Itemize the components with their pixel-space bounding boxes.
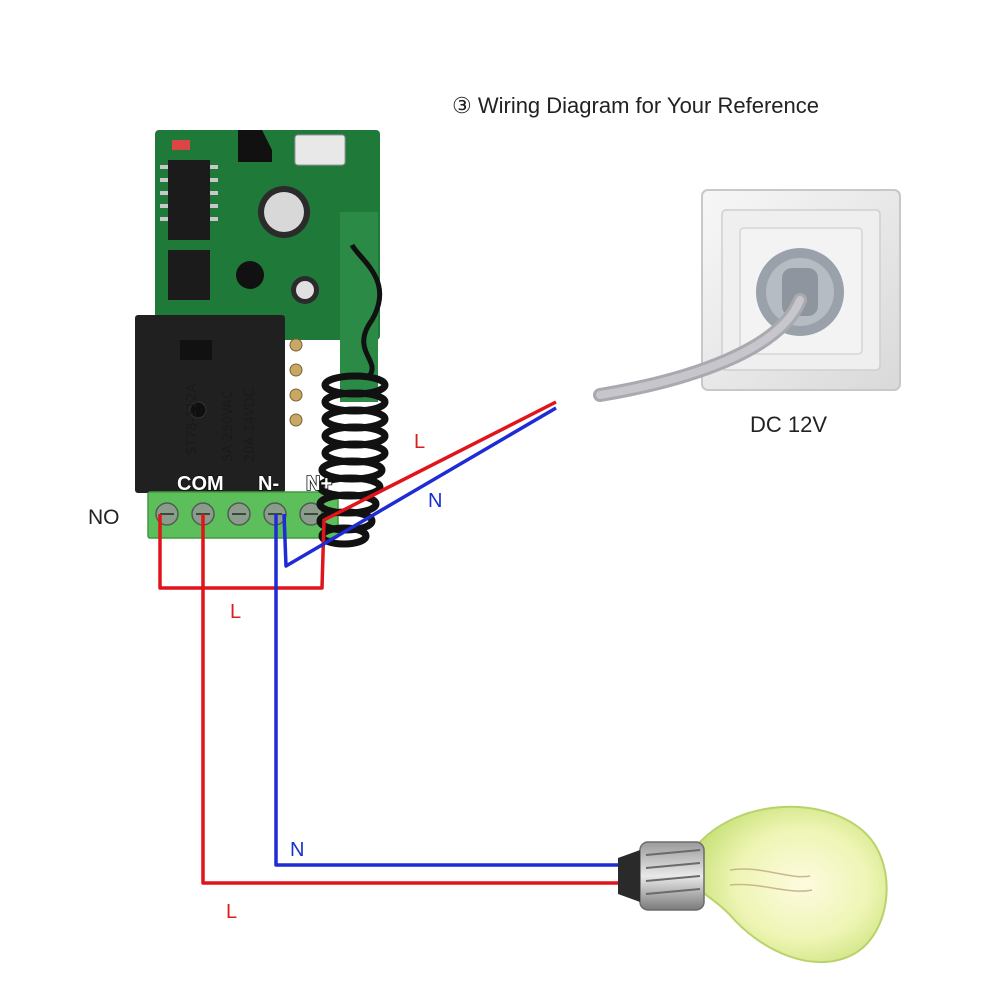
wire-label-bridge-live: L [230,601,241,623]
terminal-label-n-plus: N+ [306,473,332,495]
light-bulb-icon [618,805,888,964]
wire-supply-live [158,400,557,590]
diagram-title: ③ Wiring Diagram for Your Reference [452,93,819,118]
terminal-label-n-minus: N- [258,473,279,495]
wire-label-supply-live: L [414,431,425,453]
terminal-label-no: NO [88,506,120,529]
relay-rating-dc: 20A 14VDC [243,388,258,462]
power-source-label: DC 12V [750,412,827,437]
wire-supply-neutral [282,406,557,568]
relay-module: ST78-112A 5A 250VAC 20A 14VDC [135,130,389,548]
wire-label-supply-neutral: N [428,490,442,512]
wire-lamp-live [201,514,618,885]
wire-lamp-neutral [274,514,618,867]
wire-label-lamp-live: L [226,901,237,923]
relay-rating-ac: 5A 250VAC [221,390,236,462]
wall-socket [593,189,901,402]
wire-label-lamp-neutral: N [290,839,304,861]
terminal-label-com: COM [177,473,224,495]
relay-part-number: ST78-112A [185,384,200,455]
